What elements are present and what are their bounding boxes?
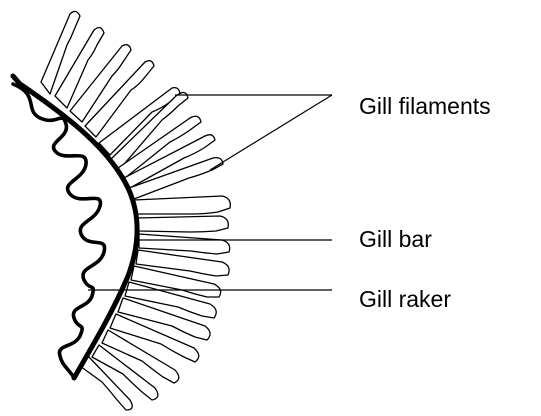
gill-filament <box>139 234 230 254</box>
filaments-leader-lower <box>210 95 332 170</box>
gill-filaments-label: Gill filaments <box>359 95 491 118</box>
gill-raker-label: Gill raker <box>359 288 451 311</box>
gill-filament <box>134 196 230 214</box>
gill-filament <box>137 216 228 232</box>
gill-bar-label: Gill bar <box>359 228 432 251</box>
gill-bar <box>13 76 137 378</box>
